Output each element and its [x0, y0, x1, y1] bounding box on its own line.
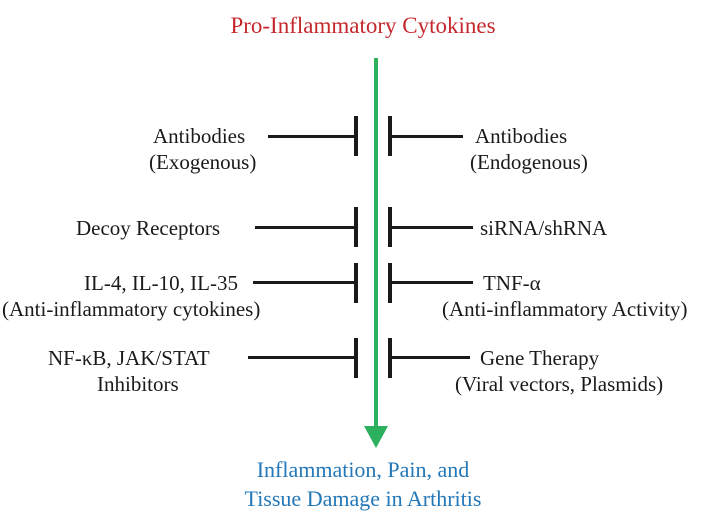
inhibition-line: [248, 356, 356, 359]
label-antibodies-endogenous: Antibodies (Endogenous): [470, 123, 588, 175]
inhibition-tbar: [354, 116, 358, 156]
label-line: Antibodies: [153, 124, 246, 148]
label-sirna-shrna: siRNA/shRNA: [480, 215, 607, 241]
inhibition-line: [390, 356, 470, 359]
inhibition-line: [253, 281, 356, 284]
label-line: Antibodies: [475, 124, 568, 148]
label-line: (Anti-inflammatory cytokines): [2, 297, 261, 321]
label-line: Inhibitors: [97, 372, 179, 396]
label-antibodies-exogenous: Antibodies (Exogenous): [149, 123, 256, 175]
label-tnf-alpha: TNF-α (Anti-inflammatory Activity): [442, 270, 688, 322]
inhibition-tbar: [354, 263, 358, 303]
label-line: (Viral vectors, Plasmids): [455, 372, 664, 396]
label-line: Decoy Receptors: [76, 216, 221, 240]
inhibition-tbar: [354, 338, 358, 378]
label-nfkb-jakstat-inhibitors: NF-κB, JAK/STAT Inhibitors: [48, 345, 210, 397]
arrow-head: [364, 426, 388, 448]
outcome-line: Inflammation, Pain, and: [256, 457, 470, 482]
label-line: IL-4, IL-10, IL-35: [84, 271, 238, 295]
inhibition-line: [268, 135, 356, 138]
label-line: TNF-α: [483, 271, 541, 295]
label-anti-inflammatory-cytokines: IL-4, IL-10, IL-35 (Anti-inflammatory cy…: [2, 270, 260, 322]
label-line: (Exogenous): [149, 150, 257, 174]
label-line: (Endogenous): [470, 150, 588, 174]
label-gene-therapy: Gene Therapy (Viral vectors, Plasmids): [455, 345, 663, 397]
label-line: Gene Therapy: [480, 346, 600, 370]
label-decoy-receptors: Decoy Receptors: [76, 215, 220, 241]
label-line: (Anti-inflammatory Activity): [442, 297, 688, 321]
outcome-line: Tissue Damage in Arthritis: [244, 486, 482, 511]
label-line: siRNA/shRNA: [480, 216, 608, 240]
inhibition-tbar: [354, 207, 358, 247]
diagram-title: Pro-Inflammatory Cytokines: [230, 13, 496, 38]
inhibition-line: [390, 135, 463, 138]
inhibition-line: [255, 226, 356, 229]
label-line: NF-κB, JAK/STAT: [48, 346, 210, 370]
inhibition-line: [390, 281, 473, 284]
outcome-text: Inflammation, Pain, and Tissue Damage in…: [0, 455, 726, 513]
inhibition-line: [390, 226, 473, 229]
